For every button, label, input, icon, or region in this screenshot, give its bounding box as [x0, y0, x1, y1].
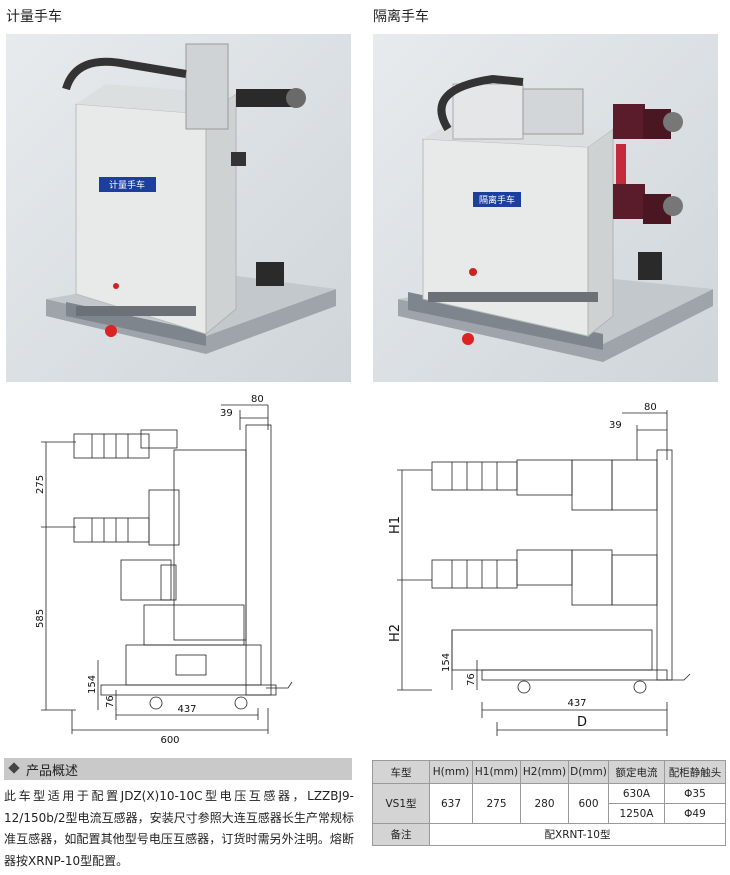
- photo-title-isolation: 隔离手车: [373, 9, 429, 25]
- dim-left-80: 80: [251, 394, 264, 405]
- nameplate-isolation-text: 隔离手车: [479, 194, 515, 206]
- header-h1: H1(mm): [472, 760, 521, 784]
- cell-h2: 280: [520, 783, 569, 824]
- dim-left-437: 437: [177, 704, 196, 715]
- header-model: 车型: [372, 760, 430, 784]
- dim-right-80: 80: [644, 402, 657, 413]
- dim-right-h2: H2: [388, 624, 403, 642]
- dim-right-d: D: [577, 715, 587, 730]
- header-contact: 配柜静触头: [664, 760, 726, 784]
- cell-h1: 275: [472, 783, 521, 824]
- dim-left-154: 154: [87, 675, 98, 694]
- header-h2: H2(mm): [520, 760, 569, 784]
- drawing-isolation-dimensions: 80 39 H1 H2 154 76 437 D: [388, 402, 691, 736]
- cell-model: VS1型: [372, 783, 430, 824]
- dim-left-39: 39: [220, 408, 233, 419]
- cell-current-1250: 1250A: [608, 803, 665, 824]
- header-d: D(mm): [568, 760, 609, 784]
- cell-contact-49: Φ49: [664, 803, 726, 824]
- dim-left-600: 600: [160, 735, 179, 746]
- photo-metering-truck: 计量手车: [6, 34, 351, 382]
- cell-note-label: 备注: [372, 823, 430, 846]
- dim-right-39: 39: [609, 420, 622, 431]
- photo-isolation-truck: 隔离手车: [373, 34, 718, 382]
- dim-right-h1: H1: [388, 516, 403, 534]
- nameplate-isolation: [473, 192, 521, 207]
- drawing-metering-dimensions: 80 39 275 585 154 76 437 600: [35, 394, 293, 746]
- header-h: H(mm): [429, 760, 473, 784]
- cell-current-630: 630A: [608, 783, 665, 804]
- nameplate-metering: [99, 177, 156, 192]
- spec-row-vs1: VS1型 637 275 280 600 630A Φ35: [372, 783, 726, 824]
- dim-left-76: 76: [105, 695, 116, 708]
- cell-h: 637: [429, 783, 473, 824]
- diamond-bullet-icon: [8, 762, 20, 774]
- dim-right-154: 154: [441, 653, 452, 672]
- header-rated-current: 额定电流: [608, 760, 665, 784]
- dim-right-76: 76: [466, 673, 477, 686]
- red-handle: [105, 325, 117, 337]
- spec-row-vs1-b: 1250A Φ49: [373, 803, 726, 824]
- section-heading-bar: 产品概述: [4, 758, 352, 780]
- dim-right-437: 437: [567, 698, 586, 709]
- spec-note-row: 备注 配XRNT-10型: [372, 823, 726, 846]
- dim-left-275: 275: [35, 475, 46, 494]
- section-heading: 产品概述: [26, 764, 79, 779]
- spec-header-row: 车型 H(mm) H1(mm) H2(mm) D(mm) 额定电流 配柜静触头: [372, 760, 726, 784]
- cell-contact-35: Φ35: [664, 783, 726, 804]
- photo-title-metering: 计量手车: [6, 9, 62, 25]
- cell-note-value: 配XRNT-10型: [429, 823, 726, 846]
- product-description: 此车型适用于配置JDZ(X)10-10C型电压互感器，LZZBJ9-12/150…: [4, 789, 354, 868]
- spec-table: 车型 H(mm) H1(mm) H2(mm) D(mm) 额定电流 配柜静触头 …: [372, 760, 726, 846]
- cell-d: 600: [568, 783, 609, 824]
- nameplate-metering-text: 计量手车: [109, 179, 145, 191]
- dim-left-585: 585: [35, 609, 46, 628]
